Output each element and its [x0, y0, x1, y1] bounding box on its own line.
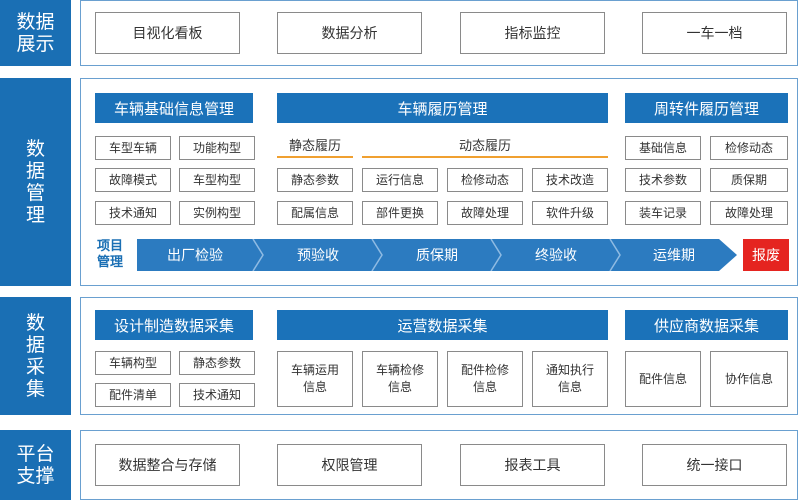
vehicle-history-item[interactable]: 技术改造: [532, 168, 608, 192]
vehicle-basic-item[interactable]: 功能构型: [179, 136, 255, 160]
stage-operation[interactable]: 运维期: [653, 248, 695, 264]
turnover-item[interactable]: 基础信息: [625, 136, 701, 160]
vehicle-history-item[interactable]: 静态参数: [277, 168, 353, 192]
scrap-badge[interactable]: 报废: [743, 239, 789, 271]
vehicle-history-item[interactable]: 软件升级: [532, 201, 608, 225]
platform-item-report-tools[interactable]: 报表工具: [460, 444, 605, 486]
vehicle-history-item[interactable]: 故障处理: [447, 201, 523, 225]
stage-factory-inspection[interactable]: 出厂检验: [167, 248, 223, 264]
static-history-underline: [277, 156, 353, 158]
vehicle-history-title: 车辆履历管理: [277, 93, 608, 123]
vehicle-basic-item[interactable]: 故障模式: [95, 168, 171, 192]
platform-item-unified-interface[interactable]: 统一接口: [642, 444, 787, 486]
operation-item[interactable]: 通知执行 信息: [532, 351, 608, 407]
row-label-display: 数据 展示: [0, 0, 71, 66]
project-management-label: 项目 管理: [96, 239, 123, 270]
vehicle-history-item[interactable]: 部件更换: [362, 201, 438, 225]
platform-item-permissions[interactable]: 权限管理: [277, 444, 422, 486]
vehicle-history-item[interactable]: 检修动态: [447, 168, 523, 192]
display-item-dashboard[interactable]: 目视化看板: [95, 12, 240, 54]
operation-item[interactable]: 配件检修 信息: [447, 351, 523, 407]
turnover-item[interactable]: 检修动态: [710, 136, 788, 160]
turnover-item[interactable]: 技术参数: [625, 168, 701, 192]
design-item[interactable]: 技术通知: [179, 383, 255, 407]
static-history-label: 静态履历: [288, 139, 341, 154]
turnover-history-title: 周转件履历管理: [625, 93, 788, 123]
design-item[interactable]: 配件清单: [95, 383, 171, 407]
vehicle-history-item[interactable]: 配属信息: [277, 201, 353, 225]
vehicle-history-item[interactable]: 运行信息: [362, 168, 438, 192]
vehicle-basic-title: 车辆基础信息管理: [95, 93, 253, 123]
operation-item[interactable]: 车辆运用 信息: [277, 351, 353, 407]
display-item-monitoring[interactable]: 指标监控: [460, 12, 605, 54]
row-label-collection: 数 据 采 集: [0, 297, 71, 415]
turnover-item[interactable]: 装车记录: [625, 201, 701, 225]
project-timeline-arrow: [137, 239, 737, 271]
stage-warranty[interactable]: 质保期: [416, 248, 458, 264]
supplier-collection-title: 供应商数据采集: [625, 310, 788, 340]
turnover-item[interactable]: 质保期: [710, 168, 788, 192]
row-label-platform: 平台 支撑: [0, 430, 71, 500]
supplier-item[interactable]: 配件信息: [625, 351, 701, 407]
stage-divider-chevrons: [252, 239, 621, 271]
design-item[interactable]: 静态参数: [179, 351, 255, 375]
display-item-vehicle-file[interactable]: 一车一档: [642, 12, 787, 54]
vehicle-basic-item[interactable]: 车型车辆: [95, 136, 171, 160]
design-item[interactable]: 车辆构型: [95, 351, 171, 375]
supplier-item[interactable]: 协作信息: [710, 351, 788, 407]
stage-pre-acceptance[interactable]: 预验收: [297, 248, 339, 264]
dynamic-history-label: 动态履历: [458, 139, 511, 154]
vehicle-basic-item[interactable]: 实例构型: [179, 201, 255, 225]
turnover-item[interactable]: 故障处理: [710, 201, 788, 225]
dynamic-history-underline: [362, 156, 608, 158]
design-collection-title: 设计制造数据采集: [95, 310, 253, 340]
row-label-management: 数 据 管 理: [0, 78, 71, 286]
operation-item[interactable]: 车辆检修 信息: [362, 351, 438, 407]
vehicle-basic-item[interactable]: 车型构型: [179, 168, 255, 192]
vehicle-basic-item[interactable]: 技术通知: [95, 201, 171, 225]
stage-final-acceptance[interactable]: 终验收: [535, 248, 577, 264]
platform-item-storage[interactable]: 数据整合与存储: [95, 444, 240, 486]
operation-collection-title: 运营数据采集: [277, 310, 608, 340]
display-item-analysis[interactable]: 数据分析: [277, 12, 422, 54]
